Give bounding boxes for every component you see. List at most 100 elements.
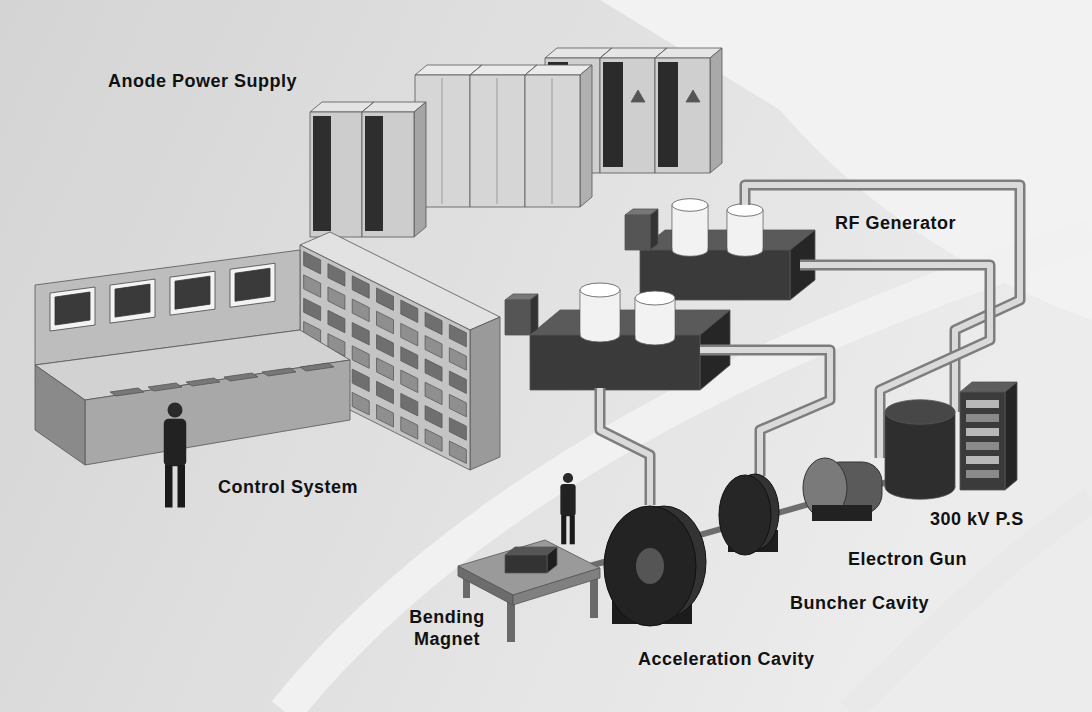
part-label: 300 kV P.S [930, 508, 1024, 530]
control-racks [352, 276, 369, 299]
worker-figure [561, 515, 566, 544]
beamline [885, 400, 955, 425]
control-racks [425, 406, 442, 429]
control-racks [449, 324, 466, 347]
control-racks [449, 394, 466, 417]
control-console [110, 388, 144, 396]
rf-generators [580, 283, 620, 297]
beamline [966, 400, 999, 408]
control-console [175, 276, 210, 309]
control-racks [425, 359, 442, 382]
control-racks [304, 298, 321, 321]
rf-waveguides [700, 350, 830, 476]
control-racks [328, 310, 345, 333]
control-console [235, 268, 270, 301]
beamline [604, 506, 696, 626]
control-racks [401, 417, 418, 440]
part-label: RF Generator [835, 212, 956, 234]
beamline [540, 382, 1017, 626]
control-racks [401, 300, 418, 323]
rf-generators [635, 291, 675, 305]
anode-power-supply-cabinets [362, 112, 414, 237]
beamline [966, 414, 999, 422]
part-label: Bending Magnet [396, 606, 498, 650]
operator-figure [164, 403, 187, 508]
rf-generators [673, 205, 707, 250]
control-console [115, 284, 150, 317]
anode-power-supply-cabinets [710, 48, 722, 173]
anode-power-supply-cabinets [580, 65, 592, 207]
control-console [110, 279, 155, 323]
part-label: Anode Power Supply [108, 70, 297, 92]
control-racks [470, 317, 500, 470]
floor [285, 235, 1092, 712]
anode-power-supply-cabinets [442, 78, 443, 204]
control-racks [304, 251, 321, 274]
rf-generators [505, 300, 530, 335]
control-racks [377, 358, 394, 381]
control-console [186, 378, 220, 386]
control-racks [449, 441, 466, 464]
anode-power-supply-cabinets [631, 90, 645, 102]
control-racks [352, 369, 369, 392]
control-console [50, 287, 95, 331]
control-racks [449, 348, 466, 371]
control-racks [377, 405, 394, 428]
worker-figure [563, 473, 573, 483]
control-racks [401, 370, 418, 393]
control-racks [425, 336, 442, 359]
anode-power-supply-cabinets [655, 58, 710, 173]
anode-power-supply-cabinets [310, 48, 722, 237]
control-racks [449, 371, 466, 394]
control-console [55, 292, 90, 325]
control-racks [377, 311, 394, 334]
anode-power-supply-cabinets [525, 75, 580, 207]
control-racks [425, 382, 442, 405]
control-racks [377, 288, 394, 311]
anode-power-supply-cabinets [313, 116, 331, 231]
part-label: Buncher Cavity [790, 592, 929, 614]
control-console [230, 263, 275, 307]
control-racks [401, 323, 418, 346]
operator-figure [168, 403, 183, 418]
bending-magnet-table [513, 568, 600, 605]
beamline [1005, 382, 1017, 490]
control-racks [328, 287, 345, 310]
anode-power-supply-cabinets [365, 116, 383, 231]
operator-figure [164, 419, 187, 467]
anode-power-supply-cabinets [310, 112, 362, 237]
beamline [966, 428, 999, 436]
anode-power-supply-cabinets [603, 62, 623, 167]
part-label: Electron Gun [848, 548, 967, 570]
control-console [85, 360, 350, 465]
control-racks [425, 312, 442, 335]
control-console [35, 250, 350, 465]
bending-magnet-table [547, 547, 557, 573]
control-racks [377, 381, 394, 404]
control-racks [352, 346, 369, 369]
operator-figure [165, 465, 173, 508]
beamline [966, 442, 999, 450]
anode-power-supply-cabinets [552, 78, 553, 204]
rf-waveguides [600, 388, 650, 505]
anode-power-supply-cabinets [497, 78, 498, 204]
worker-figure [570, 515, 575, 544]
control-racks [449, 418, 466, 441]
control-console [224, 373, 258, 381]
rf-waveguides [745, 185, 1020, 412]
rf-generators [530, 335, 700, 390]
control-racks [401, 393, 418, 416]
anode-power-supply-cabinets [470, 75, 525, 207]
control-console [170, 271, 215, 315]
anode-power-supply-cabinets [686, 90, 700, 102]
rf-generators [650, 209, 658, 250]
rf-generators [530, 310, 730, 335]
control-racks [425, 429, 442, 452]
beamline [966, 456, 999, 464]
rf-waveguides [600, 185, 1020, 505]
bending-magnet-table [507, 600, 515, 642]
part-label: Control System [218, 476, 358, 498]
rf-generators [625, 215, 650, 250]
